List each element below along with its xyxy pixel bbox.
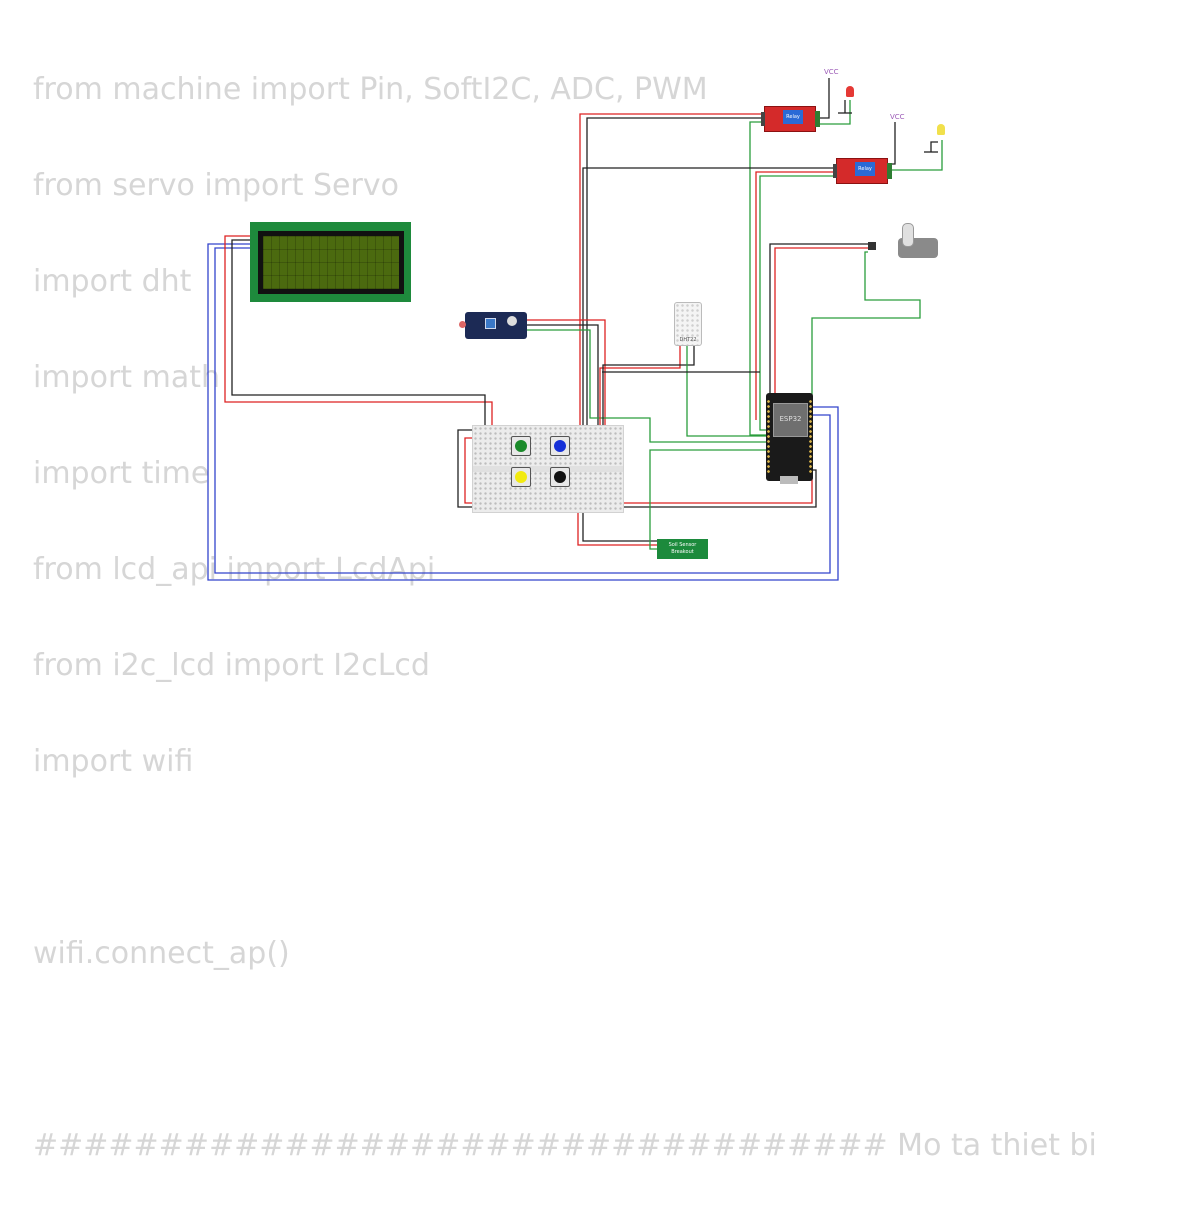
code-line: import wifi xyxy=(33,744,194,779)
esp32-pins-left xyxy=(767,399,770,473)
relay-module-2[interactable]: Relay xyxy=(833,158,892,184)
wire-black[interactable] xyxy=(586,117,764,432)
button-cap-icon xyxy=(554,440,566,452)
servo-horn-icon xyxy=(902,223,914,247)
code-line: wifi.connect_ap() xyxy=(33,936,290,971)
wire-green[interactable] xyxy=(527,329,768,443)
wire-green[interactable] xyxy=(686,344,768,437)
vcc-label: VCC xyxy=(824,68,839,76)
dht22-sensor[interactable]: DHT22 xyxy=(674,302,702,346)
usb-port-icon xyxy=(780,476,798,484)
wire-red[interactable] xyxy=(599,344,681,432)
wire-green[interactable] xyxy=(649,449,768,550)
relay-terminal xyxy=(887,163,892,179)
button-cap-icon xyxy=(515,471,527,483)
led-red[interactable] xyxy=(846,86,854,97)
servo-motor[interactable] xyxy=(868,223,946,258)
wire-black[interactable] xyxy=(527,324,599,432)
wire-black[interactable] xyxy=(582,507,657,542)
ldr-photoresistor-icon xyxy=(459,321,466,328)
relay-terminal xyxy=(815,111,820,127)
dht22-label: DHT22 xyxy=(679,337,697,343)
code-line: import dht xyxy=(33,264,192,299)
code-line xyxy=(33,1026,1097,1074)
wire-red[interactable] xyxy=(755,171,836,420)
relay-module-1[interactable]: Relay xyxy=(761,106,820,132)
potentiometer-icon xyxy=(485,318,496,329)
wire-red[interactable] xyxy=(224,235,493,432)
wire-red[interactable] xyxy=(577,507,657,546)
wire-black[interactable] xyxy=(231,239,486,432)
code-line: import math xyxy=(33,360,220,395)
wire-green[interactable] xyxy=(886,140,943,171)
soil-sensor-label-2: Breakout xyxy=(671,549,694,555)
push-button-yellow[interactable] xyxy=(511,467,531,487)
wire-black[interactable] xyxy=(457,429,817,508)
wire-blue[interactable] xyxy=(214,247,831,574)
relay-pins xyxy=(833,164,837,178)
wire-green[interactable] xyxy=(759,175,836,431)
wire-red[interactable] xyxy=(527,319,606,432)
wire-green[interactable] xyxy=(812,100,851,125)
soil-sensor-breakout[interactable]: Soil Sensor Breakout xyxy=(657,539,708,559)
push-button-green[interactable] xyxy=(511,436,531,456)
code-line: from servo import Servo xyxy=(33,168,399,203)
wire-green[interactable] xyxy=(749,121,768,436)
ldr-sensor-module[interactable] xyxy=(459,312,527,339)
wire-blue[interactable] xyxy=(207,243,839,581)
code-line: import time xyxy=(33,456,210,491)
wire-black[interactable] xyxy=(602,344,695,432)
wiring-canvas xyxy=(207,78,943,581)
button-cap-icon xyxy=(515,440,527,452)
lcd-screen xyxy=(263,236,399,289)
esp32-board[interactable]: ESP32 xyxy=(766,393,813,484)
esp32-chip-label: ESP32 xyxy=(773,403,808,437)
wire-red[interactable] xyxy=(579,113,764,432)
code-line: from lcd_api import LcdApi xyxy=(33,552,436,587)
code-line: from i2c_lcd import I2cLcd xyxy=(33,648,430,683)
vcc-label: VCC xyxy=(890,113,905,121)
relay-pins xyxy=(761,112,765,126)
wire-black[interactable] xyxy=(582,167,836,432)
breadboard-gap xyxy=(473,466,623,472)
relay-label: Relay xyxy=(783,110,803,124)
code-line xyxy=(33,834,1097,882)
breadboard[interactable] xyxy=(472,425,624,513)
servo-connector xyxy=(868,242,876,250)
lcd-display[interactable] xyxy=(250,222,411,302)
wire-green[interactable] xyxy=(811,251,921,395)
relay-label: Relay xyxy=(855,162,875,176)
lcd-bezel xyxy=(258,231,404,294)
led-yellow[interactable] xyxy=(937,124,945,135)
code-line: from machine import Pin, SoftI2C, ADC, P… xyxy=(33,72,708,107)
button-cap-icon xyxy=(554,471,566,483)
push-button-blue[interactable] xyxy=(550,436,570,456)
code-line: ################################## Mo ta… xyxy=(33,1128,1097,1163)
push-button-black[interactable] xyxy=(550,467,570,487)
esp32-pins-right xyxy=(809,399,812,473)
wire-red[interactable] xyxy=(464,437,813,504)
soil-sensor-label-1: Soil Sensor xyxy=(668,542,697,548)
indicator-icon xyxy=(507,316,517,326)
wire-black[interactable] xyxy=(930,141,938,152)
